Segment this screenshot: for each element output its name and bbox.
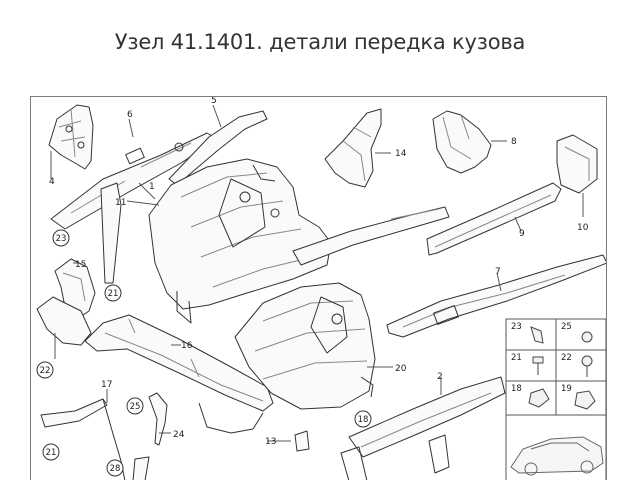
callout-9: 9	[519, 229, 525, 239]
callout-22: 22	[40, 366, 51, 376]
inset-label-18: 18	[511, 384, 522, 394]
callout-16: 16	[181, 341, 193, 351]
inset-label-22: 22	[561, 353, 572, 363]
inset-label-19: 19	[561, 384, 572, 394]
page-title: Узел 41.1401. детали передка кузова	[114, 30, 526, 54]
part-10-bracket	[556, 134, 598, 194]
callout-21a: 21	[108, 289, 119, 299]
callout-7: 7	[495, 267, 501, 277]
callout-11: 11	[115, 198, 126, 208]
callout-24: 24	[173, 430, 185, 440]
callout-5: 5	[211, 97, 217, 106]
callout-28: 28	[110, 464, 121, 474]
inset-label-23: 23	[511, 322, 522, 332]
part-8-bracket	[432, 110, 492, 174]
callout-23: 23	[56, 234, 67, 244]
callout-25: 25	[130, 402, 141, 412]
callout-14: 14	[395, 149, 407, 159]
part-9-side-rail	[426, 182, 562, 256]
inset-label-21: 21	[511, 353, 522, 363]
callout-6: 6	[127, 110, 133, 120]
callout-13: 13	[265, 437, 276, 447]
callout-10: 10	[577, 223, 589, 233]
part-2-lower-rail	[348, 376, 506, 458]
part-13-bracket	[294, 430, 310, 452]
callout-1: 1	[149, 182, 155, 192]
part-4-fender-bracket	[48, 104, 94, 170]
part-22-bracket	[36, 296, 92, 346]
parts-diagram-drawing: 4 6 5 1 11 14 8 10 9 7 15 16 20 2 17 24 …	[36, 97, 606, 480]
inset-label-25: 25	[561, 322, 572, 332]
callout-21b: 21	[46, 448, 57, 458]
parts-diagram: 4 6 5 1 11 14 8 10 9 7 15 16 20 2 17 24 …	[30, 96, 607, 480]
callout-2: 2	[437, 372, 443, 382]
callout-18: 18	[358, 415, 369, 425]
callout-4: 4	[49, 177, 55, 187]
part-5-rail-piece	[168, 110, 268, 186]
callout-17: 17	[101, 380, 112, 390]
part-14-bracket	[324, 108, 382, 188]
callout-20: 20	[395, 364, 407, 374]
callout-15: 15	[75, 260, 86, 270]
callout-8: 8	[511, 137, 517, 147]
part-17-strut	[40, 398, 108, 428]
part-24-bracket	[148, 392, 168, 446]
